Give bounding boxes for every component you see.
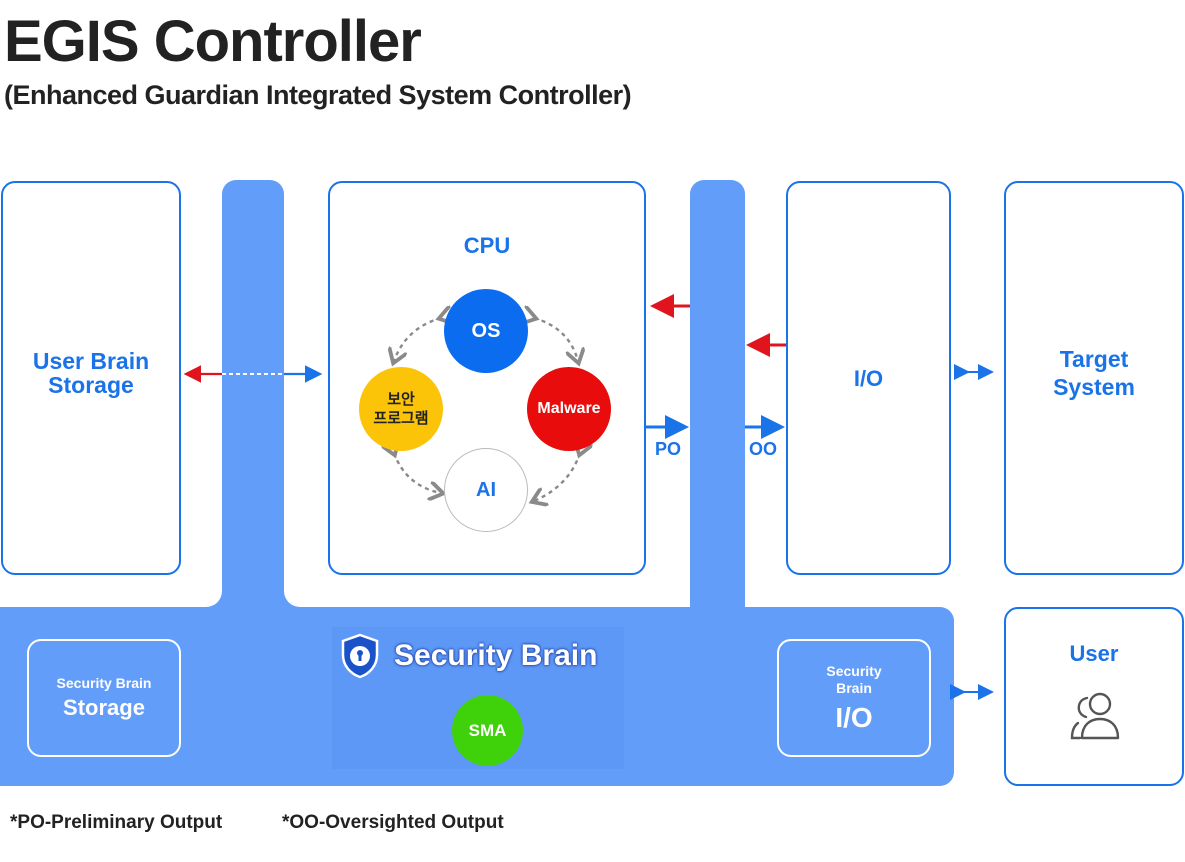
os-label: OS bbox=[471, 319, 501, 342]
security-brain-storage-small-label: Security Brain bbox=[56, 675, 152, 691]
page-title: EGIS Controller bbox=[4, 9, 422, 74]
security-brain-io-box: Security Brain I/O bbox=[777, 639, 931, 757]
page-subtitle: (Enhanced Guardian Integrated System Con… bbox=[4, 80, 632, 110]
target-system-label-line2: System bbox=[1053, 374, 1135, 400]
cpu-cycle-arrows bbox=[328, 181, 646, 575]
user-brain-storage-label-line2: Storage bbox=[48, 372, 134, 398]
security-brain-title: Security Brain bbox=[394, 639, 598, 672]
io-box: I/O bbox=[786, 181, 951, 575]
security-program-node: 보안 프로그램 bbox=[359, 367, 443, 451]
sma-label: SMA bbox=[468, 720, 507, 740]
user-brain-storage-box: User Brain Storage bbox=[1, 181, 181, 575]
ai-label: AI bbox=[476, 478, 496, 501]
user-box: User bbox=[1004, 607, 1184, 786]
user-icon bbox=[1070, 692, 1120, 740]
security-brain-storage-big-label: Storage bbox=[63, 695, 145, 720]
shield-lock-icon bbox=[341, 633, 379, 679]
security-brain-io-small-line1: Security bbox=[826, 663, 882, 679]
user-label: User bbox=[1069, 641, 1119, 666]
oo-label: OO bbox=[749, 439, 778, 459]
right-bus-pillar bbox=[690, 180, 745, 620]
cpu-title: CPU bbox=[463, 233, 511, 258]
bus-corner bbox=[284, 591, 300, 607]
po-label: PO bbox=[655, 439, 682, 459]
ai-node: AI bbox=[444, 448, 528, 532]
security-brain-io-big-label: I/O bbox=[835, 702, 873, 733]
sma-node: SMA bbox=[452, 695, 523, 766]
security-brain-panel: Security Brain SMA bbox=[332, 627, 624, 769]
target-system-box: Target System bbox=[1004, 181, 1184, 575]
io-label: I/O bbox=[853, 366, 884, 391]
os-node: OS bbox=[444, 289, 528, 373]
security-program-label-line1: 보안 bbox=[387, 391, 415, 408]
malware-node: Malware bbox=[527, 367, 611, 451]
target-system-label-line1: Target bbox=[1059, 346, 1129, 372]
left-bus-pillar bbox=[222, 180, 284, 620]
footnote-po: *PO-Preliminary Output bbox=[10, 812, 223, 833]
footnote-oo: *OO-Oversighted Output bbox=[282, 812, 504, 833]
user-brain-storage-label-line1: User Brain bbox=[32, 348, 150, 374]
bus-corner bbox=[206, 591, 222, 607]
security-brain-storage-box: Security Brain Storage bbox=[27, 639, 181, 757]
security-brain-io-small-line2: Brain bbox=[836, 680, 872, 696]
security-program-label-line2: 프로그램 bbox=[373, 410, 429, 427]
malware-label: Malware bbox=[537, 400, 601, 417]
